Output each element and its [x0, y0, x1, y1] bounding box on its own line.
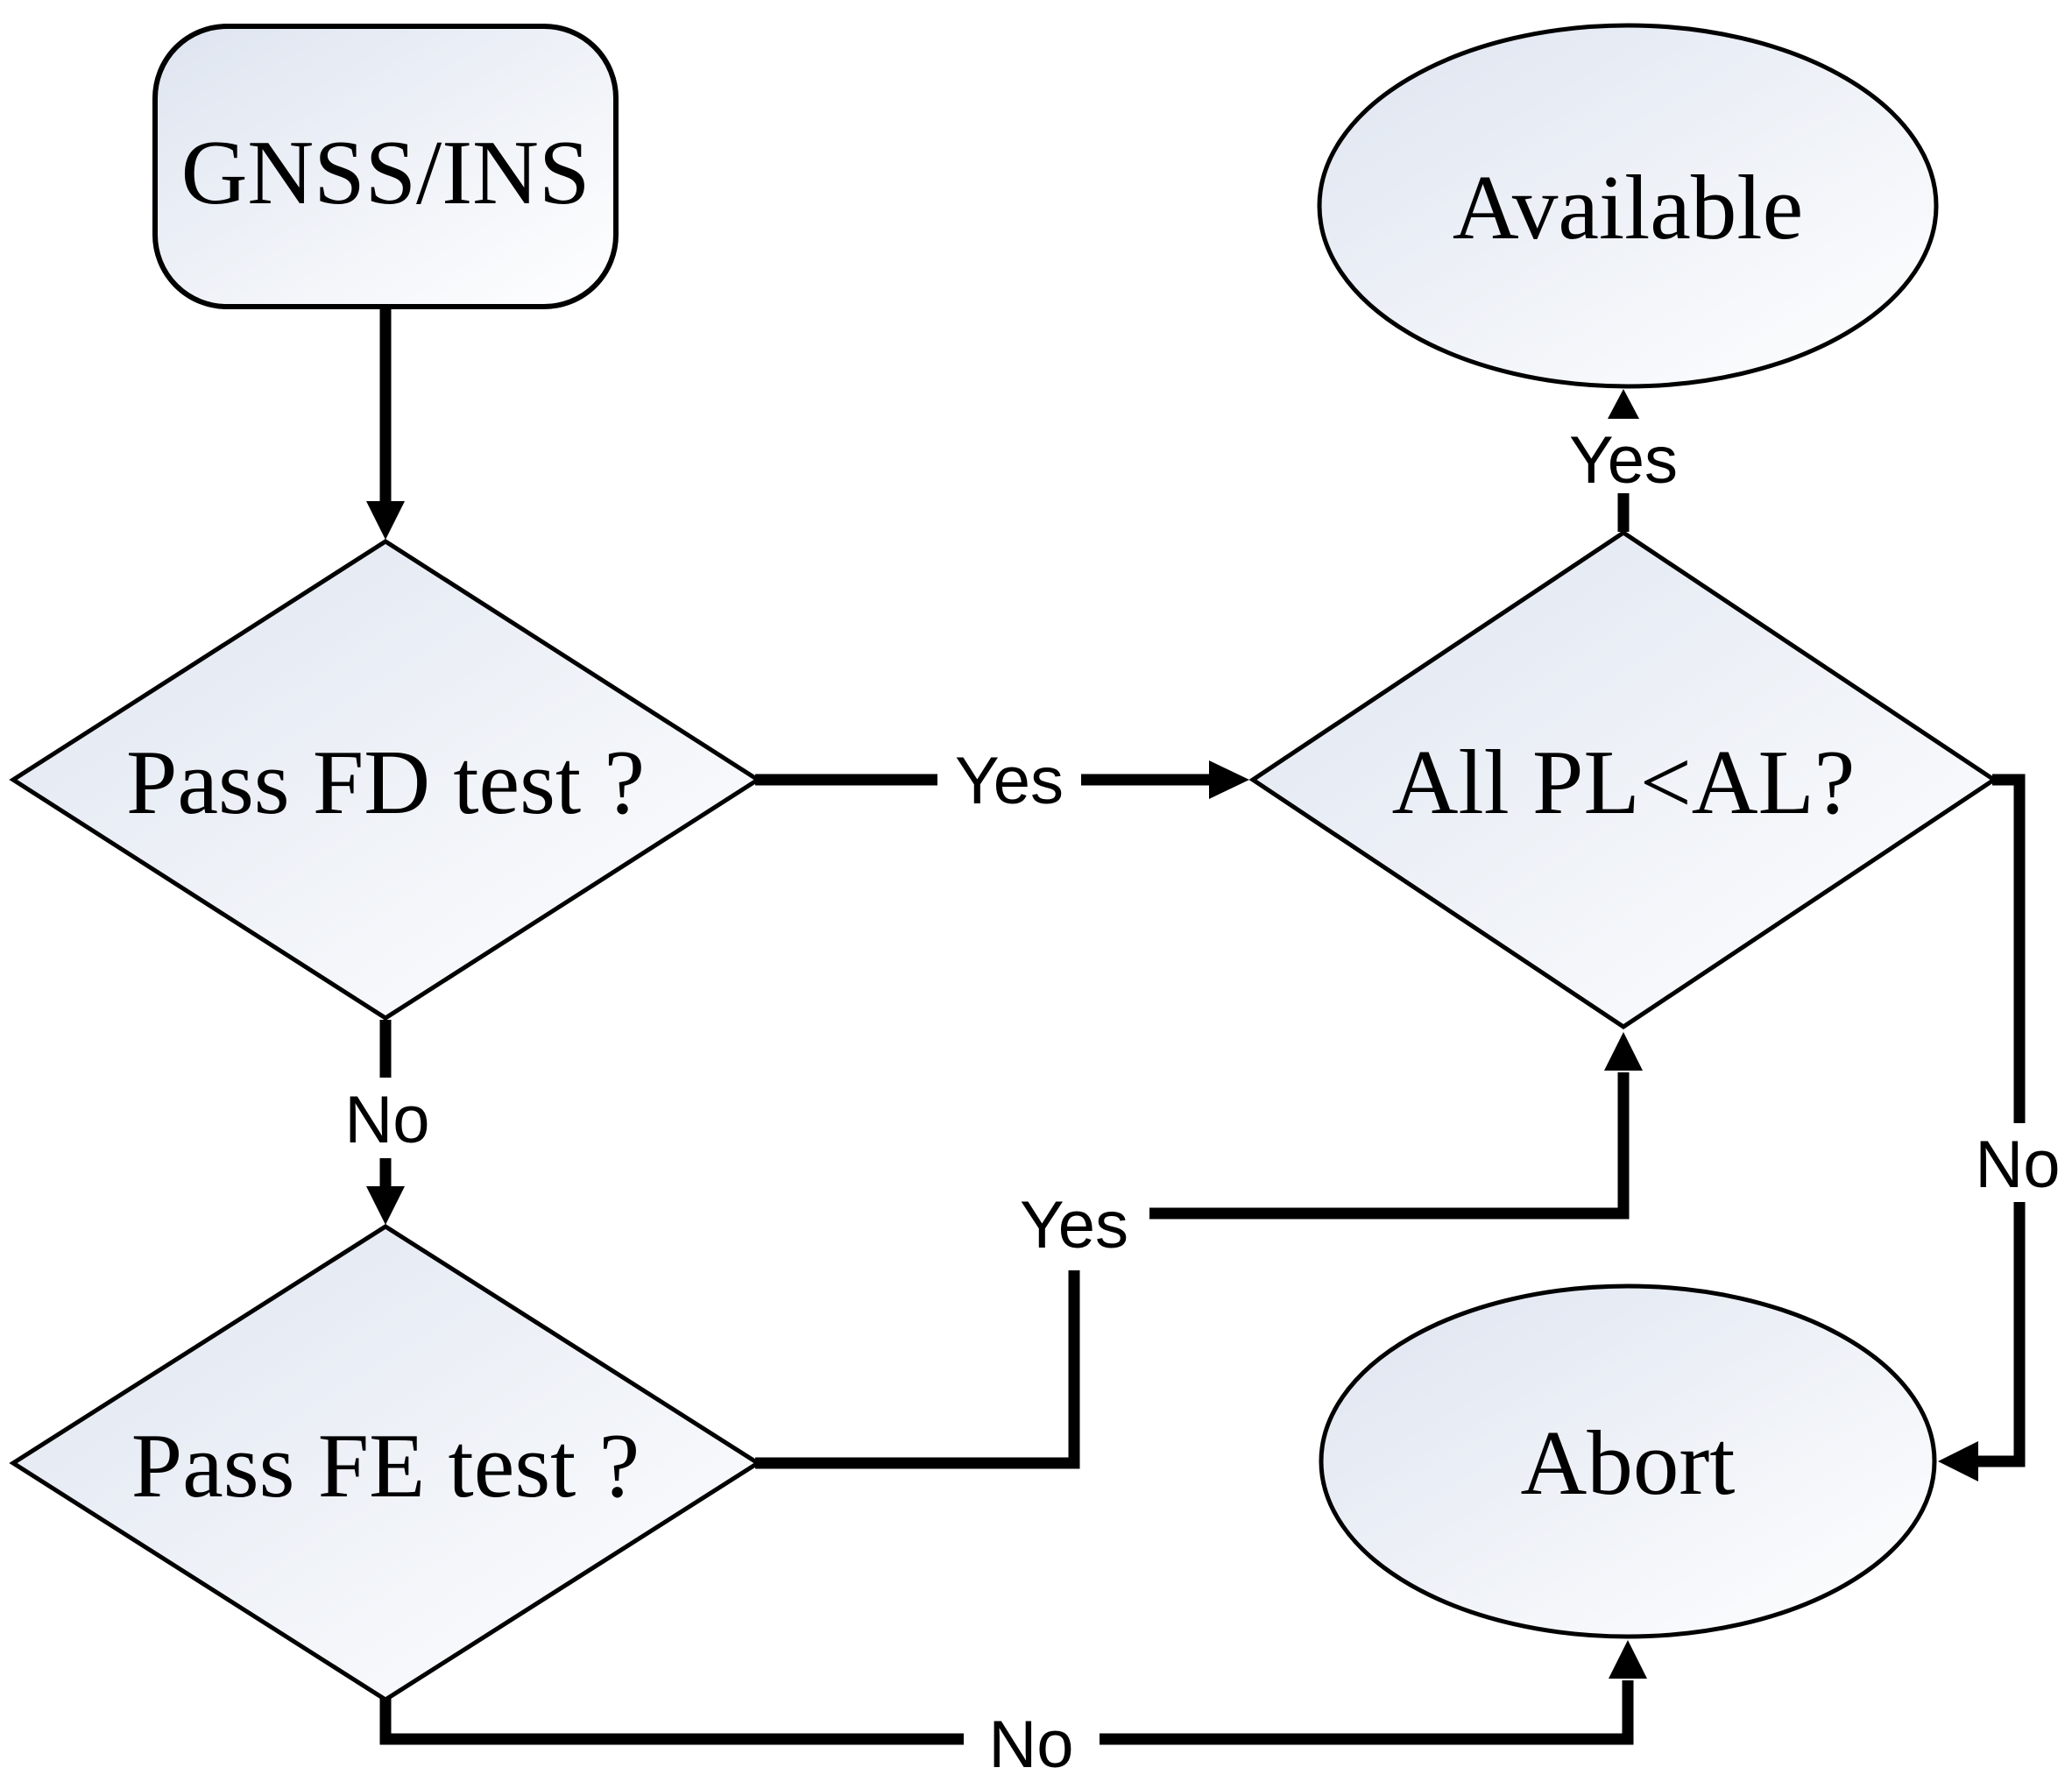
pass-fe-test-label: Pass FE test ?: [131, 1414, 640, 1517]
edge-label-fd-no: No: [344, 1083, 429, 1157]
edge-label-pl-yes-group: Yes: [1556, 419, 1691, 498]
arrowhead-pl-no: [1938, 1441, 1978, 1481]
arrowhead-fe-yes: [1604, 1032, 1643, 1071]
edge-label-pl-no-bg: [1962, 1123, 2072, 1202]
arrowhead-pl-yes: [1608, 389, 1639, 419]
node-abort: Abort: [1319, 1283, 1937, 1639]
node-available: Available: [1317, 23, 1939, 389]
arrowhead-fd-no: [366, 1186, 405, 1225]
edge-label-fe-no-bg: [964, 1701, 1100, 1784]
edge-label-fd-yes: Yes: [955, 744, 1064, 818]
edge-label-fd-no-group: No: [331, 1078, 443, 1158]
edge-label-fe-yes-group: Yes: [999, 1174, 1149, 1270]
gnss-ins-shape: [152, 24, 619, 309]
node-gnss-ins: GNSS/INS: [152, 24, 619, 309]
all-pl-al-label: All PL<AL?: [1392, 731, 1856, 833]
edge-labels-layer: Yes Yes No Yes No No: [331, 419, 2072, 1784]
edge-label-pl-yes: Yes: [1569, 423, 1678, 498]
edge-label-fe-no-group: No: [964, 1701, 1100, 1784]
pass-fe-test-shape: [9, 1224, 762, 1702]
edge-label-fe-yes-bg: [999, 1174, 1149, 1270]
edge-label-fd-yes-group: Yes: [937, 734, 1081, 825]
all-pl-al-shape: [1248, 529, 1998, 1030]
arrowhead-fd-yes: [1209, 760, 1249, 799]
node-pass-fe-test: Pass FE test ?: [9, 1224, 762, 1702]
edge-label-fe-yes: Yes: [1020, 1188, 1128, 1262]
edge-pl-no-line: [1978, 774, 2026, 1467]
abort-shape: [1319, 1283, 1937, 1639]
pass-fd-test-label: Pass FD test ?: [126, 731, 645, 833]
edge-label-fe-no: No: [988, 1708, 1073, 1782]
available-shape: [1317, 23, 1939, 389]
edge-label-fd-no-bg: [331, 1078, 443, 1158]
pass-fd-test-shape: [9, 539, 762, 1021]
abort-label: Abort: [1521, 1411, 1736, 1514]
node-pass-fd-test: Pass FD test ?: [9, 539, 762, 1021]
arrowhead-fe-no: [1609, 1640, 1647, 1679]
edge-label-fd-yes-bg: [937, 734, 1081, 825]
edge-label-pl-yes-bg: [1556, 419, 1691, 493]
edge-label-pl-no-group: No: [1962, 1123, 2072, 1202]
edge-label-pl-no: No: [1975, 1128, 2060, 1202]
node-all-pl-al: All PL<AL?: [1248, 529, 1998, 1030]
nodes-layer: GNSS/INS Pass FD test ? All PL<AL? Pass …: [9, 23, 1998, 1702]
gnss-ins-label: GNSS/INS: [181, 121, 590, 223]
arrowhead-start-to-fd: [366, 501, 405, 540]
available-label: Available: [1453, 156, 1803, 258]
